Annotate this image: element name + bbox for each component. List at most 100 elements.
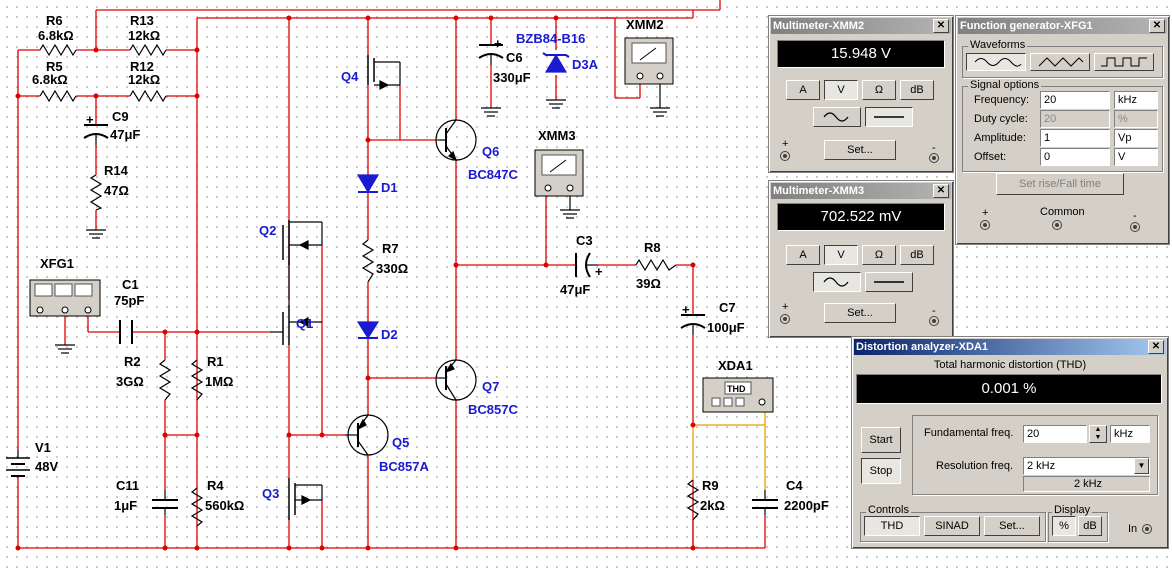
square-wave-button[interactable] — [1094, 53, 1154, 71]
r7-resistor[interactable] — [361, 239, 375, 283]
r12-name: R12 — [130, 59, 154, 74]
r8-resistor[interactable] — [635, 258, 677, 272]
q3-name: Q3 — [262, 486, 279, 501]
q4-transistor[interactable] — [367, 55, 401, 90]
xmm2-db-button[interactable]: dB — [900, 80, 934, 100]
fg-minus-terminal[interactable] — [1130, 222, 1140, 232]
d2-diode[interactable] — [356, 321, 380, 340]
offset-input[interactable]: 0 — [1040, 148, 1110, 166]
start-button[interactable]: Start — [861, 427, 901, 453]
close-icon[interactable]: ✕ — [1149, 19, 1165, 33]
xmm2-minus-terminal[interactable] — [929, 153, 939, 163]
multimeter-xmm2-window[interactable]: Multimeter-XMM2 ✕ 15.948 V A V Ω dB + Se… — [768, 15, 954, 173]
xmm3-dc-button[interactable] — [865, 272, 913, 292]
xda1-instrument-icon[interactable] — [702, 377, 774, 413]
q2-name: Q2 — [259, 223, 276, 238]
r12-resistor[interactable] — [129, 89, 167, 103]
xmm2-ampere-button[interactable]: A — [786, 80, 820, 100]
close-icon[interactable]: ✕ — [933, 184, 949, 198]
q6-transistor[interactable] — [435, 119, 477, 162]
xmm2-dc-button[interactable] — [865, 107, 913, 127]
amplitude-input[interactable]: 1 — [1040, 129, 1110, 147]
xmm2-ac-button[interactable] — [813, 107, 861, 127]
duty-cycle-unit-select[interactable]: % — [1114, 110, 1158, 128]
v1-battery[interactable] — [6, 450, 30, 478]
sinad-button[interactable]: SINAD — [924, 516, 980, 536]
c6-capacitor[interactable] — [478, 44, 504, 65]
xmm2-set-button[interactable]: Set... — [824, 140, 896, 160]
function-generator-window[interactable]: Function generator-XFG1 ✕ Waveforms Sign… — [955, 15, 1170, 245]
q1-transistor[interactable] — [270, 300, 322, 345]
xmm3-instrument-icon[interactable] — [534, 149, 584, 197]
r5-resistor[interactable] — [39, 89, 77, 103]
fundamental-freq-unit[interactable]: kHz — [1110, 425, 1150, 443]
fundamental-freq-input[interactable]: 20 — [1023, 425, 1087, 443]
fg-common-terminal[interactable] — [1052, 220, 1062, 230]
triangle-wave-button[interactable] — [1030, 53, 1090, 71]
fg-plus-terminal[interactable] — [980, 220, 990, 230]
c3-capacitor[interactable] — [575, 252, 598, 278]
r14-resistor[interactable] — [89, 174, 103, 211]
xmm2-volt-button[interactable]: V — [824, 80, 858, 100]
c11-capacitor[interactable] — [152, 490, 178, 515]
offset-unit-select[interactable]: V — [1114, 148, 1158, 166]
analyzer-set-button[interactable]: Set... — [984, 516, 1040, 536]
q7-transistor[interactable] — [435, 359, 477, 401]
xmm3-set-button[interactable]: Set... — [824, 303, 896, 323]
xmm3-plus-terminal[interactable] — [780, 314, 790, 324]
multimeter-xmm2-titlebar[interactable]: Multimeter-XMM2 ✕ — [771, 18, 951, 34]
multimeter-xmm3-titlebar[interactable]: Multimeter-XMM3 ✕ — [771, 183, 951, 199]
close-icon[interactable]: ✕ — [1148, 340, 1164, 354]
xmm3-minus-terminal[interactable] — [929, 316, 939, 326]
thd-button[interactable]: THD — [864, 516, 920, 536]
xmm3-ohm-button[interactable]: Ω — [862, 245, 896, 265]
q2-transistor[interactable] — [282, 220, 323, 300]
xmm2-ohm-button[interactable]: Ω — [862, 80, 896, 100]
xfg1-instrument-icon[interactable] — [29, 279, 101, 317]
xmm3-ac-button[interactable] — [813, 272, 861, 292]
chevron-down-icon[interactable]: ▼ — [1134, 458, 1149, 474]
distortion-analyzer-titlebar[interactable]: Distortion analyzer-XDA1 ✕ — [854, 339, 1166, 355]
amplitude-unit-select[interactable]: Vp — [1114, 129, 1158, 147]
duty-cycle-input[interactable]: 20 — [1040, 110, 1110, 128]
c9-capacitor[interactable] — [83, 124, 109, 145]
resolution-freq-select[interactable]: 2 kHz — [1023, 457, 1150, 475]
xmm3-db-button[interactable]: dB — [900, 245, 934, 265]
d1-diode[interactable] — [356, 174, 380, 194]
fundamental-freq-stepper[interactable]: ▲▼ — [1089, 425, 1107, 443]
controls-group — [860, 512, 1046, 542]
input-terminal[interactable] — [1142, 524, 1152, 534]
set-rise-fall-button[interactable]: Set rise/Fall time — [996, 173, 1124, 195]
r2-value: 3GΩ — [116, 374, 144, 389]
distortion-analyzer-window[interactable]: Distortion analyzer-XDA1 ✕ Total harmoni… — [851, 336, 1169, 549]
c6-plus: + — [494, 36, 502, 51]
q3-transistor[interactable] — [288, 478, 323, 520]
multimeter-xmm3-window[interactable]: Multimeter-XMM3 ✕ 702.522 mV A V Ω dB + … — [768, 180, 954, 338]
q5-transistor[interactable] — [345, 414, 389, 456]
c11-name: C11 — [116, 478, 139, 493]
function-generator-titlebar[interactable]: Function generator-XFG1 ✕ — [958, 18, 1167, 34]
c1-capacitor[interactable] — [119, 320, 133, 344]
db-button[interactable]: dB — [1078, 516, 1102, 536]
frequency-input[interactable]: 20 — [1040, 91, 1110, 109]
xmm2-plus-terminal[interactable] — [780, 151, 790, 161]
close-icon[interactable]: ✕ — [933, 19, 949, 33]
c4-capacitor[interactable] — [752, 490, 778, 515]
r4-resistor[interactable] — [190, 487, 204, 527]
xmm3-ampere-button[interactable]: A — [786, 245, 820, 265]
r2-resistor[interactable] — [158, 359, 172, 401]
percent-button[interactable]: % — [1052, 516, 1076, 536]
d3a-zener[interactable] — [542, 52, 570, 73]
stop-button[interactable]: Stop — [861, 458, 901, 484]
frequency-unit-select[interactable]: kHz — [1114, 91, 1158, 109]
r6-resistor[interactable] — [39, 43, 77, 57]
xmm2-instrument-icon[interactable] — [624, 37, 674, 85]
c7-capacitor[interactable] — [680, 314, 706, 335]
sine-wave-button[interactable] — [966, 53, 1026, 71]
r13-resistor[interactable] — [129, 43, 167, 57]
wires — [17, 0, 766, 549]
r1-resistor[interactable] — [190, 359, 204, 401]
xmm3-minus-label: - — [932, 305, 936, 317]
r9-resistor[interactable] — [686, 479, 700, 521]
xmm3-volt-button[interactable]: V — [824, 245, 858, 265]
